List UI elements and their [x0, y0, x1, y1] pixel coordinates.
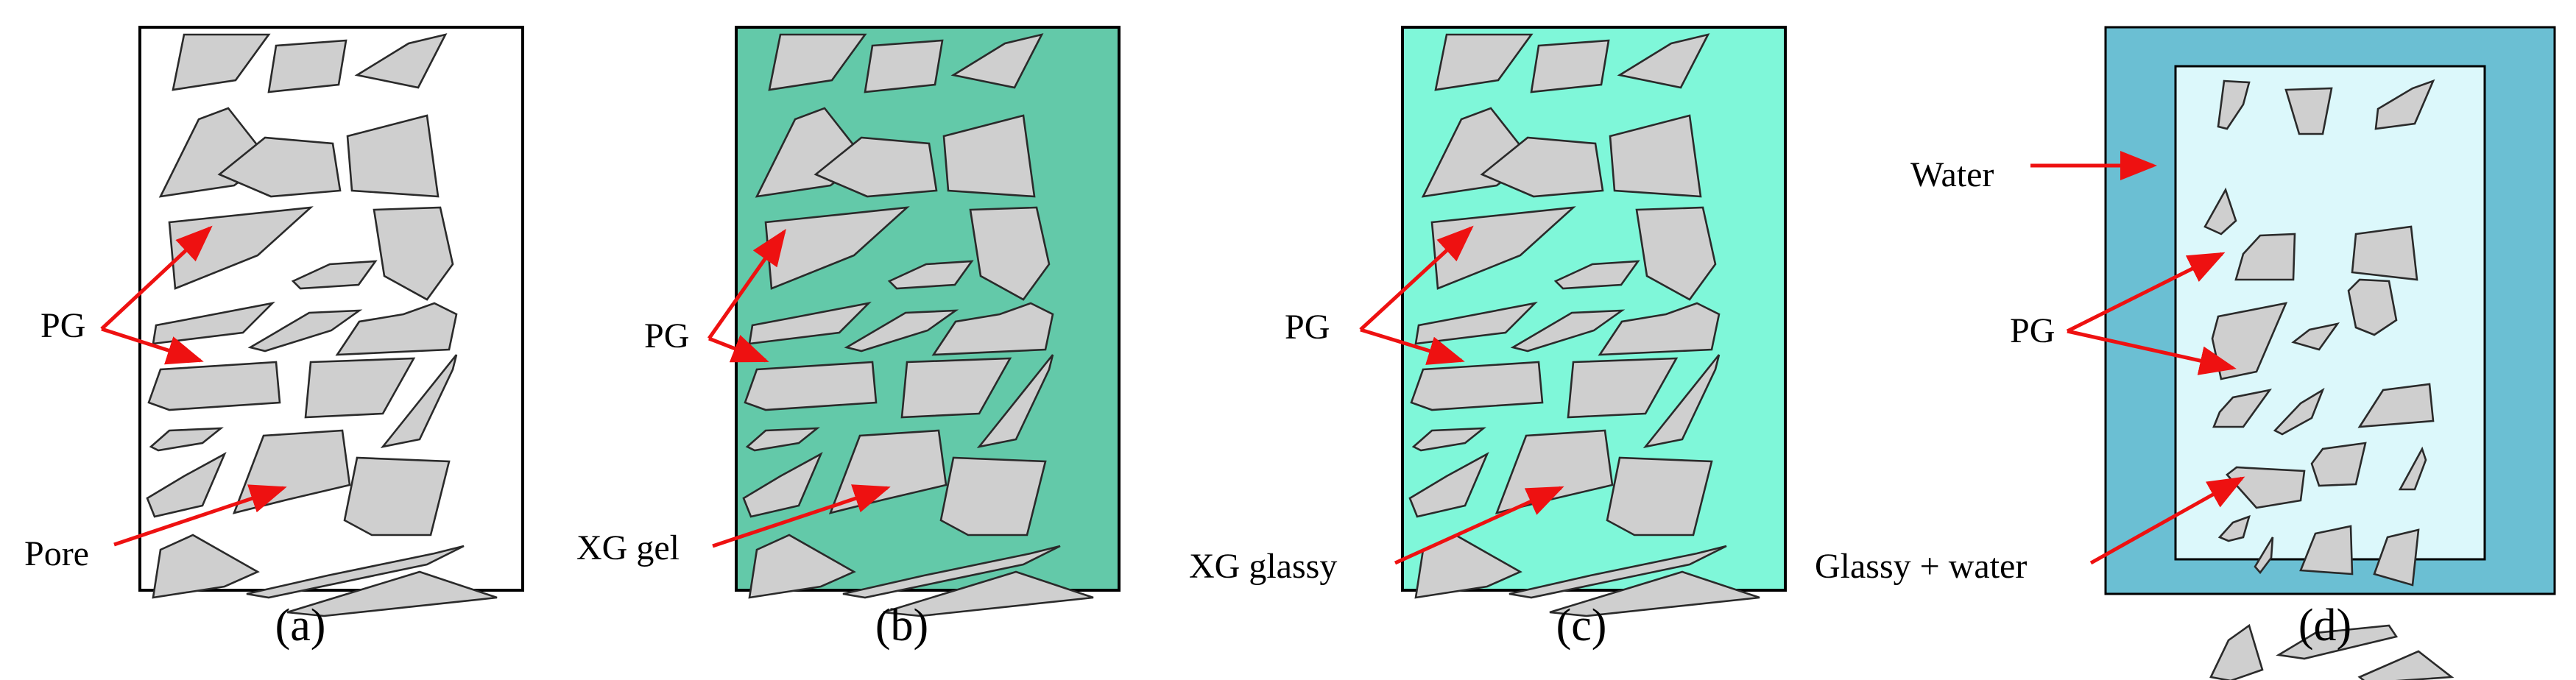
- panel-b-caption: (b): [875, 601, 928, 651]
- panel-b: PG XG gel (b): [576, 26, 1121, 651]
- panel-a-pg-arrow-upper: [100, 225, 213, 330]
- panel-c-pg-arrow-lower: [1360, 327, 1465, 365]
- panel-a: PG Pore (a): [24, 26, 524, 651]
- panel-c-xg-glassy-label: XG glassy: [1189, 547, 1337, 586]
- panel-d-glassy-water-label: Glassy + water: [1815, 547, 2027, 586]
- panel-c-pg-arrow-upper: [1359, 225, 1474, 331]
- panel-b-pg-arrow-lower: [708, 335, 769, 363]
- panel-a-pore-arrow: [113, 484, 287, 547]
- panel-d-pg-label: PG: [2010, 311, 2055, 350]
- panel-d-glassy-water-arrow: [2089, 476, 2245, 565]
- panel-b-xg-gel-label: XG gel: [576, 528, 680, 567]
- panel-d: Water PG Glassy + water (d): [1815, 26, 2556, 680]
- panel-a-pg-arrow-lower: [101, 327, 204, 365]
- panel-d-pg-arrow-lower: [2067, 329, 2237, 375]
- panel-d-water-label: Water: [1910, 155, 1994, 194]
- panel-b-pg-label: PG: [644, 316, 689, 355]
- panel-b-xg-gel-arrow: [712, 484, 891, 548]
- panel-c: PG XG glassy (c): [1189, 26, 1787, 651]
- panel-a-caption: (a): [275, 601, 326, 651]
- panel-d-pg-arrow-upper: [2066, 252, 2226, 333]
- panel-c-xg-glassy-arrow: [1394, 486, 1564, 565]
- panel-a-pore-label: Pore: [24, 534, 89, 573]
- panel-a-pg-label: PG: [40, 306, 85, 345]
- panel-c-pg-label: PG: [1285, 308, 1330, 347]
- panel-d-caption: (d): [2298, 601, 2351, 651]
- panel-c-caption: (c): [1556, 601, 1607, 651]
- panel-b-pg-arrow-upper: [707, 228, 786, 340]
